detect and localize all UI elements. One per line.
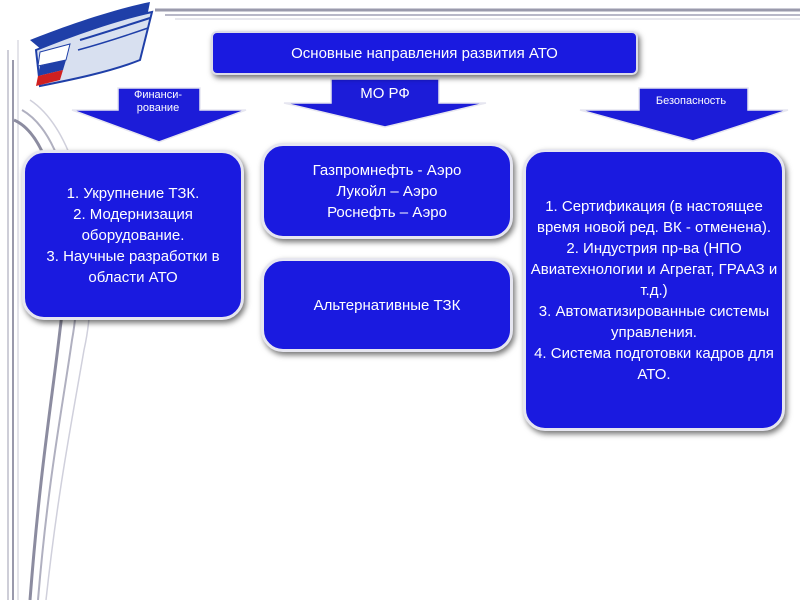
box-alternative-tzk-text: Альтернативные ТЗК	[313, 296, 461, 314]
arrow-label-security: Безопасность	[655, 95, 727, 107]
arrow-label-mo-rf: МО РФ	[360, 85, 410, 102]
box-oil-companies-text: Газпромнефть - Аэро Лукойл – Аэро Роснеф…	[312, 161, 462, 221]
box-alternative-tzk: Альтернативные ТЗК	[261, 258, 513, 352]
box-security: 1. Сертификация (в настоящее время новой…	[523, 149, 785, 431]
airline-logo	[30, 2, 154, 88]
left-stripes	[7, 40, 19, 600]
arrow-label-financing: Финанси- рование	[133, 89, 183, 114]
box-financing: 1. Укрупнение ТЗК. 2. Модернизация обору…	[22, 150, 244, 320]
top-stripes	[155, 8, 800, 20]
box-oil-companies: Газпромнефть - Аэро Лукойл – Аэро Роснеф…	[261, 143, 513, 239]
box-financing-text: 1. Укрупнение ТЗК. 2. Модернизация обору…	[46, 184, 220, 286]
arrow-mo-rf	[283, 78, 487, 128]
arrow-security	[579, 87, 789, 142]
title-box: Основные направления развития АТО	[211, 31, 638, 75]
title-text: Основные направления развития АТО	[291, 44, 558, 62]
arrow-financing	[71, 87, 247, 143]
box-security-text: 1. Сертификация (в настоящее время новой…	[530, 197, 778, 383]
